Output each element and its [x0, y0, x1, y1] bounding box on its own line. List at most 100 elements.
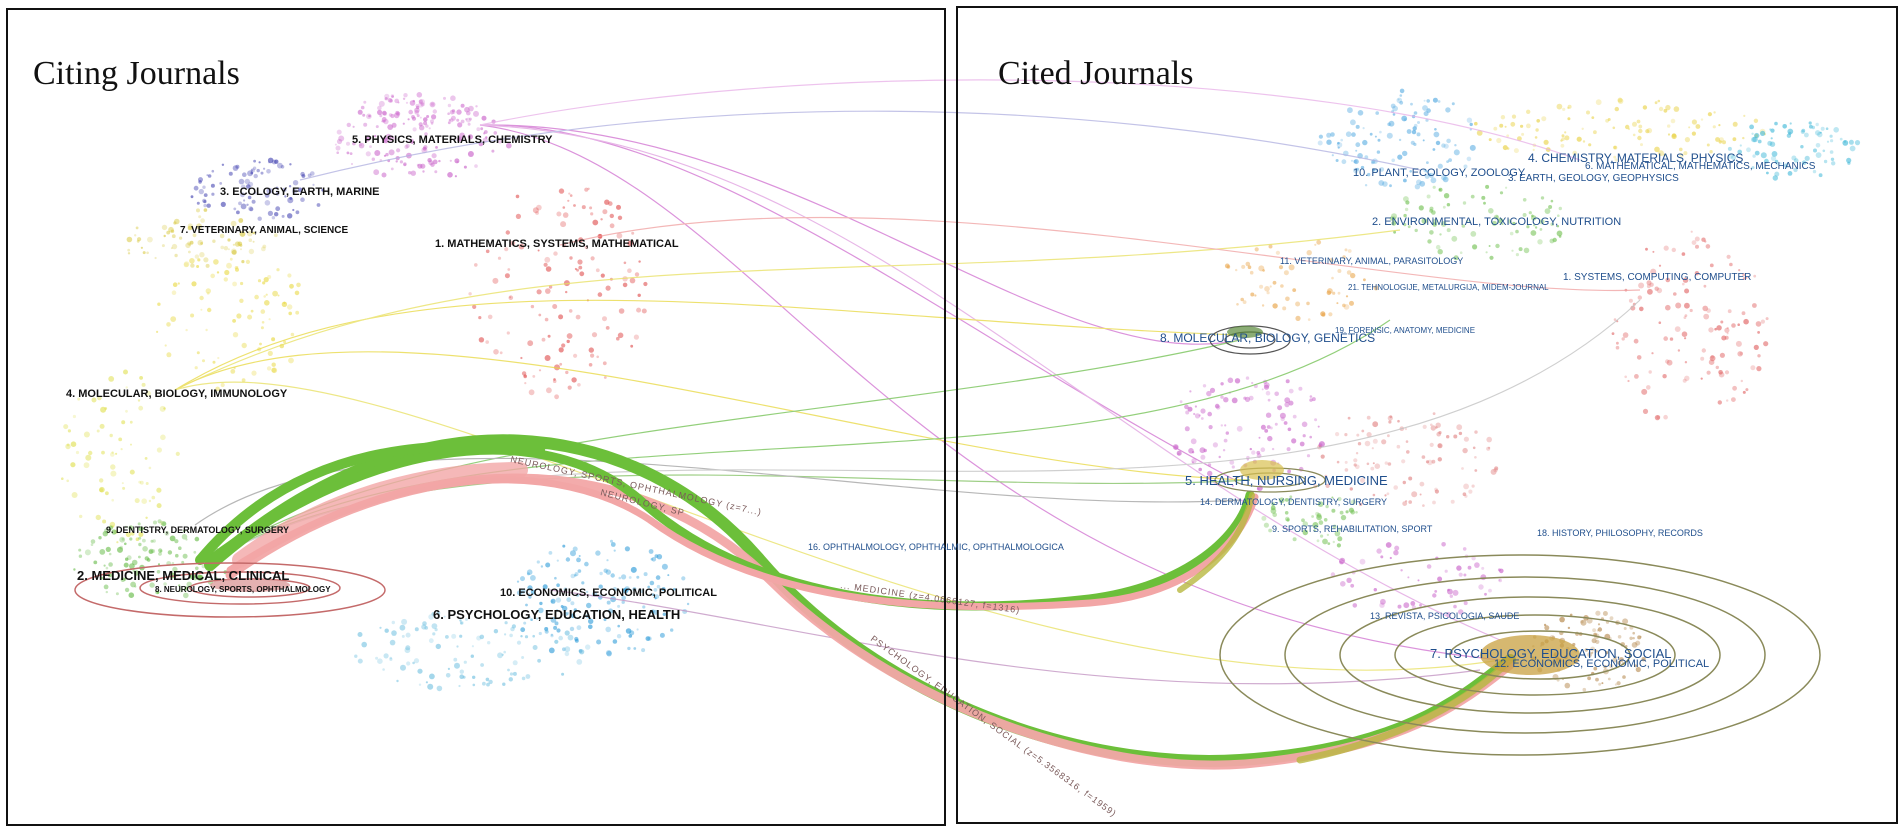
- journal-dot: [462, 675, 466, 679]
- journal-dot: [384, 97, 388, 101]
- arc-physics-to-molecular: [479, 124, 1241, 345]
- journal-dot: [460, 119, 465, 124]
- journal-dot: [142, 546, 148, 552]
- journal-dot: [1613, 318, 1617, 321]
- journal-dot: [1270, 505, 1276, 511]
- journal-dot: [354, 654, 358, 658]
- journal-dot: [508, 677, 513, 682]
- journal-dot: [1363, 278, 1366, 282]
- journal-dot: [1761, 166, 1764, 169]
- journal-dot: [250, 169, 254, 172]
- journal-dot: [479, 634, 485, 640]
- journal-dot: [389, 657, 393, 662]
- journal-dot: [156, 570, 161, 574]
- journal-dot: [250, 168, 255, 173]
- journal-dot: [1588, 143, 1592, 147]
- journal-dot: [485, 677, 490, 682]
- journal-dot: [612, 639, 618, 644]
- journal-dot: [90, 539, 96, 544]
- journal-dot: [1737, 323, 1740, 327]
- journal-dot: [603, 568, 608, 573]
- journal-dot: [1261, 515, 1267, 521]
- journal-dot: [610, 539, 613, 543]
- journal-dot: [1613, 145, 1618, 150]
- journal-dot: [1374, 135, 1377, 138]
- journal-dot: [232, 243, 235, 246]
- journal-dot: [271, 362, 276, 367]
- journal-dot: [1375, 170, 1378, 173]
- journal-dot: [1726, 326, 1729, 330]
- journal-dot: [1375, 111, 1379, 115]
- journal-dot: [1207, 470, 1213, 477]
- journal-dot: [486, 682, 490, 687]
- journal-dot: [261, 246, 266, 252]
- journal-dot: [124, 525, 127, 529]
- journal-dot: [1245, 261, 1251, 267]
- journal-dot: [166, 352, 172, 358]
- citing-label-8: 8. NEUROLOGY, SPORTS, OPHTHALMOLOGY: [155, 585, 331, 594]
- journal-dot: [412, 99, 415, 103]
- journal-dot: [1301, 518, 1305, 523]
- journal-dot: [1302, 434, 1306, 438]
- journal-dot: [199, 295, 204, 301]
- journal-dot: [181, 560, 185, 564]
- journal-dot: [1366, 432, 1372, 438]
- journal-dot: [189, 258, 195, 264]
- journal-dot: [123, 369, 128, 375]
- journal-dot: [459, 619, 462, 622]
- journal-dot: [577, 569, 582, 573]
- journal-dot: [1189, 390, 1192, 393]
- journal-dot: [1657, 99, 1661, 103]
- journal-dot: [1336, 302, 1339, 305]
- journal-dot: [1760, 130, 1766, 136]
- journal-dot: [1671, 133, 1677, 138]
- journal-dot: [411, 115, 415, 119]
- journal-dot: [1534, 226, 1538, 229]
- journal-dot: [447, 121, 451, 125]
- journal-dot: [239, 231, 246, 237]
- journal-dot: [1512, 221, 1516, 226]
- journal-dot: [1772, 175, 1779, 181]
- journal-dot: [200, 308, 203, 311]
- journal-dot: [357, 109, 363, 115]
- journal-dot: [1739, 144, 1742, 147]
- journal-dot: [156, 487, 162, 493]
- journal-dot: [1236, 425, 1243, 432]
- journal-dot: [219, 182, 223, 185]
- journal-dot: [1632, 637, 1635, 640]
- journal-dot: [1682, 282, 1685, 286]
- journal-dot: [1374, 463, 1381, 470]
- journal-dot: [1256, 450, 1261, 455]
- journal-dot: [1708, 327, 1714, 333]
- journal-dot: [1663, 414, 1668, 420]
- journal-dot: [474, 164, 478, 168]
- journal-dot: [1815, 122, 1819, 127]
- journal-dot: [156, 447, 162, 453]
- journal-dot: [1616, 341, 1619, 345]
- journal-dot: [518, 243, 525, 250]
- journal-dot: [579, 271, 585, 277]
- journal-dot: [422, 146, 427, 151]
- journal-dot: [1209, 387, 1216, 393]
- journal-dot: [597, 292, 603, 297]
- cited-label-6: 6. MATHEMATICAL, MATHEMATICS, MECHANICS: [1585, 161, 1816, 172]
- journal-dot: [637, 293, 641, 297]
- journal-dot: [246, 203, 249, 206]
- journal-dot: [1700, 377, 1703, 380]
- journal-dot: [1708, 359, 1715, 366]
- journal-dot: [506, 331, 510, 335]
- journal-dot: [584, 245, 589, 250]
- journal-dot: [1326, 290, 1332, 296]
- journal-dot: [651, 557, 657, 562]
- journal-dot: [610, 542, 616, 547]
- journal-dot: [1429, 209, 1433, 213]
- journal-dot: [75, 450, 80, 455]
- journal-dot: [166, 322, 171, 327]
- journal-dot: [129, 469, 135, 475]
- journal-dot: [1765, 317, 1769, 321]
- journal-dot: [148, 499, 152, 503]
- journal-dot: [1410, 140, 1415, 145]
- journal-dot: [1339, 510, 1344, 515]
- journal-dot: [1700, 118, 1704, 121]
- journal-dot: [405, 632, 411, 638]
